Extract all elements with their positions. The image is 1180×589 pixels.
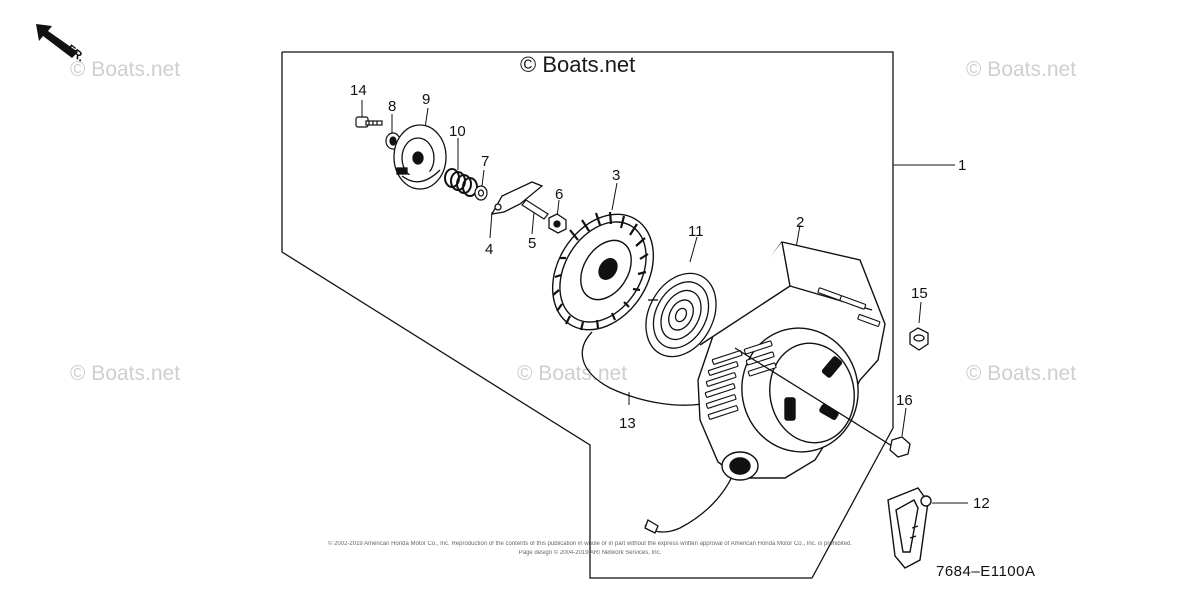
recoil-spring-11 [645,272,717,358]
callout-13: 13 [619,415,636,432]
starter-grip-12 [887,487,932,569]
callout-1: 1 [958,157,967,174]
spring-10 [444,168,478,197]
nut-6 [548,213,567,234]
callout-15: 15 [911,285,928,302]
callout-7: 7 [481,153,490,170]
assembly-outline [281,51,894,579]
nut-15 [909,327,929,351]
starter-rope-13 [581,331,736,534]
callout-11: 11 [688,223,704,240]
callout-14: 14 [350,82,367,99]
watermark-mid-left: © Boats.net [70,362,181,385]
callout-8: 8 [388,98,397,115]
front-direction-arrow [36,24,78,58]
callout-12: 12 [973,495,990,512]
watermark-top-left: © Boats.net [70,58,181,81]
ratchet-4 [490,181,544,215]
callout-6: 6 [555,186,564,203]
callout-10: 10 [449,123,466,140]
watermark-top-right: © Boats.net [966,58,1077,81]
bolt-16 [734,347,911,458]
copyright-fine-print-2: Page design © 2004-2019 ARI Network Serv… [518,550,662,556]
callout-9: 9 [422,91,431,108]
diagram-code: 7684–E1100A [936,563,1036,580]
friction-plate-9 [393,124,447,190]
callout-3: 3 [612,167,621,184]
leader-lines [361,100,968,504]
copyright-heading: © Boats.net [520,52,636,77]
reel-pulley-3 [551,211,655,331]
callout-2: 2 [796,214,805,231]
copyright-fine-print-1: © 2002-2019 American Honda Motor Co., In… [327,541,853,547]
pin-5 [521,199,549,220]
starter-case-2 [697,241,886,481]
callout-4: 4 [485,241,494,258]
washer-7 [474,185,488,201]
watermark-mid-right: © Boats.net [966,362,1077,385]
watermark-mid-center: © Boats.net [517,362,628,385]
bolt-14 [355,116,383,128]
callout-16: 16 [896,392,913,409]
callout-5: 5 [528,235,537,252]
